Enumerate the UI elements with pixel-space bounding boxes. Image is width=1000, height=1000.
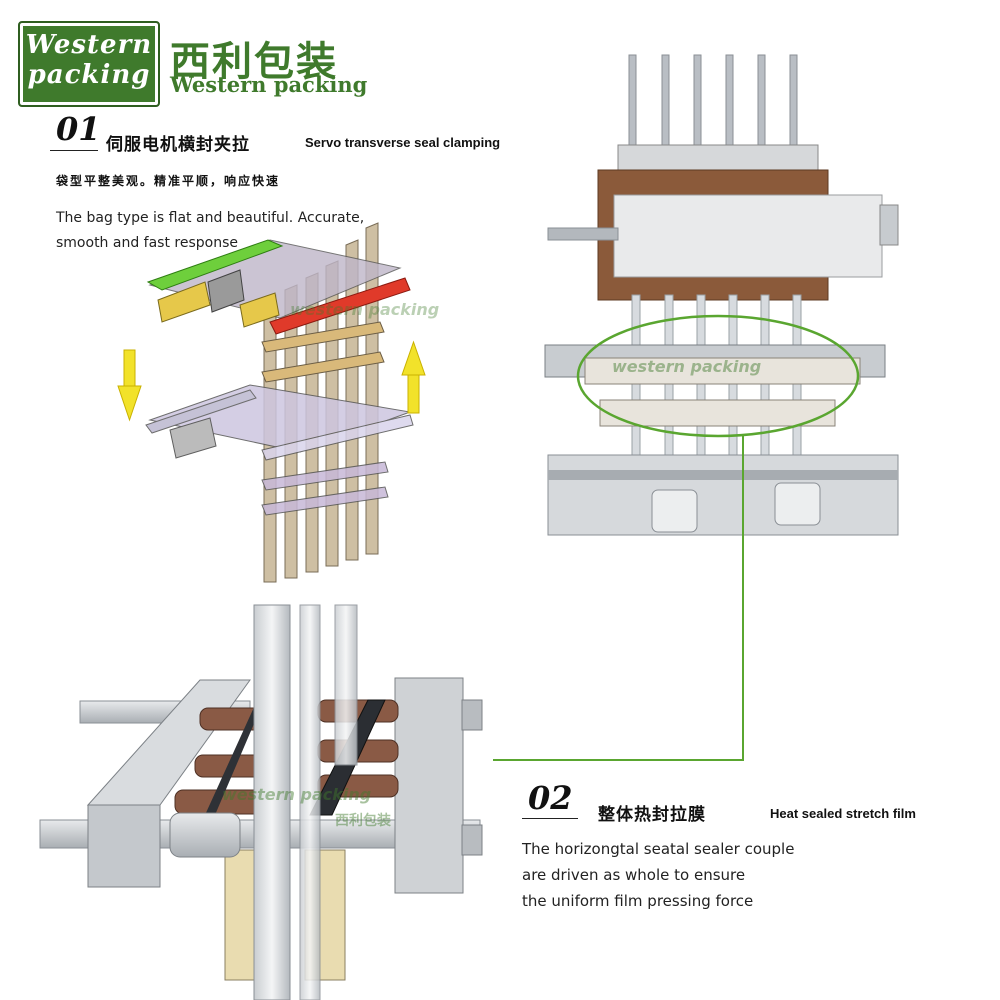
section2-desc-line2: are driven as whole to ensure <box>522 866 746 884</box>
section2-number-underline <box>522 818 578 819</box>
lower-frame <box>145 384 414 516</box>
section1-desc-line2: smooth and fast response <box>56 235 238 251</box>
brand-logo: Western packing <box>18 21 160 107</box>
brand-name-cn: 西利包装 <box>170 39 338 85</box>
brand-name-en: Western packing <box>170 72 368 97</box>
section1-number-underline <box>50 150 98 151</box>
connector-line-horizontal <box>493 759 744 761</box>
section1-subtitle-cn: 袋型平整美观。精准平顺，响应快速 <box>56 174 281 188</box>
section1-title-en: Servo transverse seal clamping <box>305 135 501 150</box>
section2-desc-line1: The horizongtal seatal sealer couple <box>522 840 795 858</box>
section2-description: The horizongtal seatal sealer couple are… <box>522 836 794 914</box>
section1-title-cn: 伺服电机横封夹拉 <box>106 135 250 155</box>
up-arrow-icon <box>401 340 426 414</box>
connector-line-vertical <box>742 434 744 760</box>
section2-number: 02 <box>528 779 573 817</box>
watermark-text-cn: 西利包装 <box>335 812 392 829</box>
highlight-ellipse <box>576 314 860 438</box>
down-arrow-icon <box>117 349 142 422</box>
logo-text-line1: Western <box>25 30 153 60</box>
section2-desc-line3: the uniform film pressing force <box>522 892 754 910</box>
section1-number: 01 <box>56 110 101 148</box>
watermark-text: western packing <box>290 300 439 319</box>
section1-desc-line1: The bag type is flat and beautiful. Accu… <box>56 210 365 226</box>
section2-title-cn: 整体热封拉膜 <box>598 805 706 825</box>
upper-frame <box>146 239 411 383</box>
logo-text-line2: packing <box>27 60 151 90</box>
watermark-text: western packing <box>222 785 371 804</box>
watermark-text: western packing <box>612 357 761 376</box>
section1-description: The bag type is flat and beautiful. Accu… <box>56 206 364 256</box>
section2-title-en: Heat sealed stretch film <box>770 806 916 821</box>
